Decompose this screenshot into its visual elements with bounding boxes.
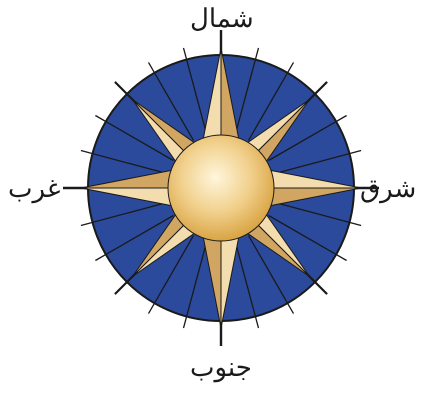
label-west: غرب (8, 176, 60, 202)
compass-sun-center (168, 135, 274, 241)
label-south: جنوب (190, 355, 252, 381)
label-east: شرق (360, 176, 416, 202)
label-north: شمال (190, 6, 254, 32)
